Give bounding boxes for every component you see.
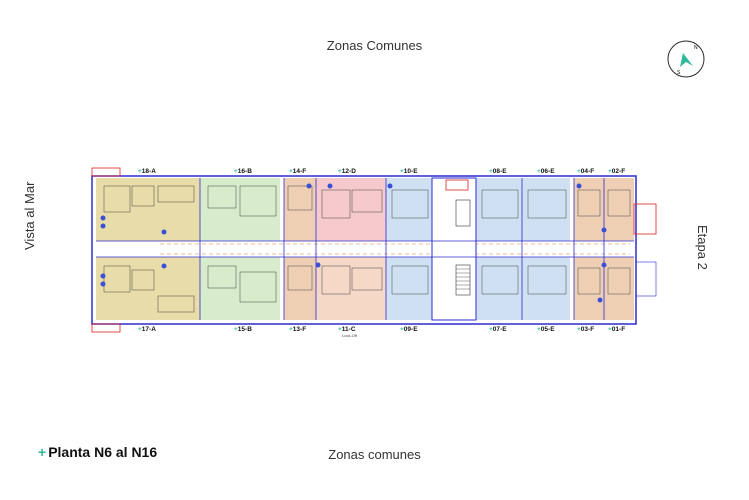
unit-03-f[interactable]: [574, 257, 604, 320]
plan-title-text: Planta N6 al N16: [48, 444, 158, 460]
core-red-box: [445, 179, 469, 191]
balcony-top-left: [91, 167, 121, 177]
unit-label-06-e: +06-E: [537, 168, 555, 175]
unit-label-09-e: +09-E: [400, 326, 418, 333]
zonas-comunes-bottom-label: Zonas comunes: [328, 447, 421, 462]
unit-09-e[interactable]: [386, 257, 432, 320]
unit-label-11-c: +11-C: [338, 326, 356, 333]
stairs-right: [635, 261, 657, 297]
corridor: [96, 241, 634, 257]
unit-label-14-f: +14-F: [289, 168, 306, 175]
unit-label-18-a: +18-A: [138, 168, 156, 175]
unit-label-08-e: +08-E: [489, 168, 507, 175]
unit-02-f[interactable]: [604, 178, 634, 241]
unit-13-f[interactable]: [284, 257, 316, 320]
unit-18-a[interactable]: [96, 178, 200, 241]
unit-14-f[interactable]: [284, 178, 316, 241]
unit-label-05-e: +05-E: [537, 326, 555, 333]
unit-10-e[interactable]: [386, 178, 432, 241]
unit-label-02-f: +02-F: [608, 168, 625, 175]
unit-sublabel-lock-off: Lock-Off: [342, 333, 358, 338]
unit-label-07-e: +07-E: [489, 326, 507, 333]
compass-icon: N S: [667, 40, 705, 78]
compass-n-label: N: [694, 45, 698, 51]
unit-label-16-b: +16-B: [234, 168, 252, 175]
unit-label-10-e: +10-E: [400, 168, 418, 175]
unit-label-01-f: +01-F: [608, 326, 625, 333]
balcony-bottom-left: [91, 323, 121, 333]
unit-label-03-f: +03-F: [577, 326, 594, 333]
circulation-core: [431, 177, 477, 321]
stairs: [455, 264, 471, 296]
unit-label-15-b: +15-B: [234, 326, 252, 333]
unit-06-e[interactable]: [522, 178, 570, 241]
unit-label-04-f: +04-F: [577, 168, 594, 175]
unit-label-13-f: +13-F: [289, 326, 306, 333]
unit-05-e[interactable]: [522, 257, 570, 320]
unit-12-d[interactable]: [316, 178, 386, 241]
unit-08-e[interactable]: [476, 178, 522, 241]
unit-07-e[interactable]: [476, 257, 522, 320]
balcony-right: [633, 203, 657, 235]
compass-s-label: S: [677, 70, 681, 76]
zonas-comunes-top-label: Zonas Comunes: [326, 38, 423, 53]
plan-title: +Planta N6 al N16: [38, 444, 157, 460]
unit-01-f[interactable]: [604, 257, 634, 320]
unit-label-17-a: +17-A: [138, 326, 156, 333]
plus-icon: +: [38, 444, 47, 460]
unit-label-12-d: +12-D: [338, 168, 356, 175]
elevator-1: [455, 199, 471, 227]
unit-17-a[interactable]: [96, 257, 200, 320]
